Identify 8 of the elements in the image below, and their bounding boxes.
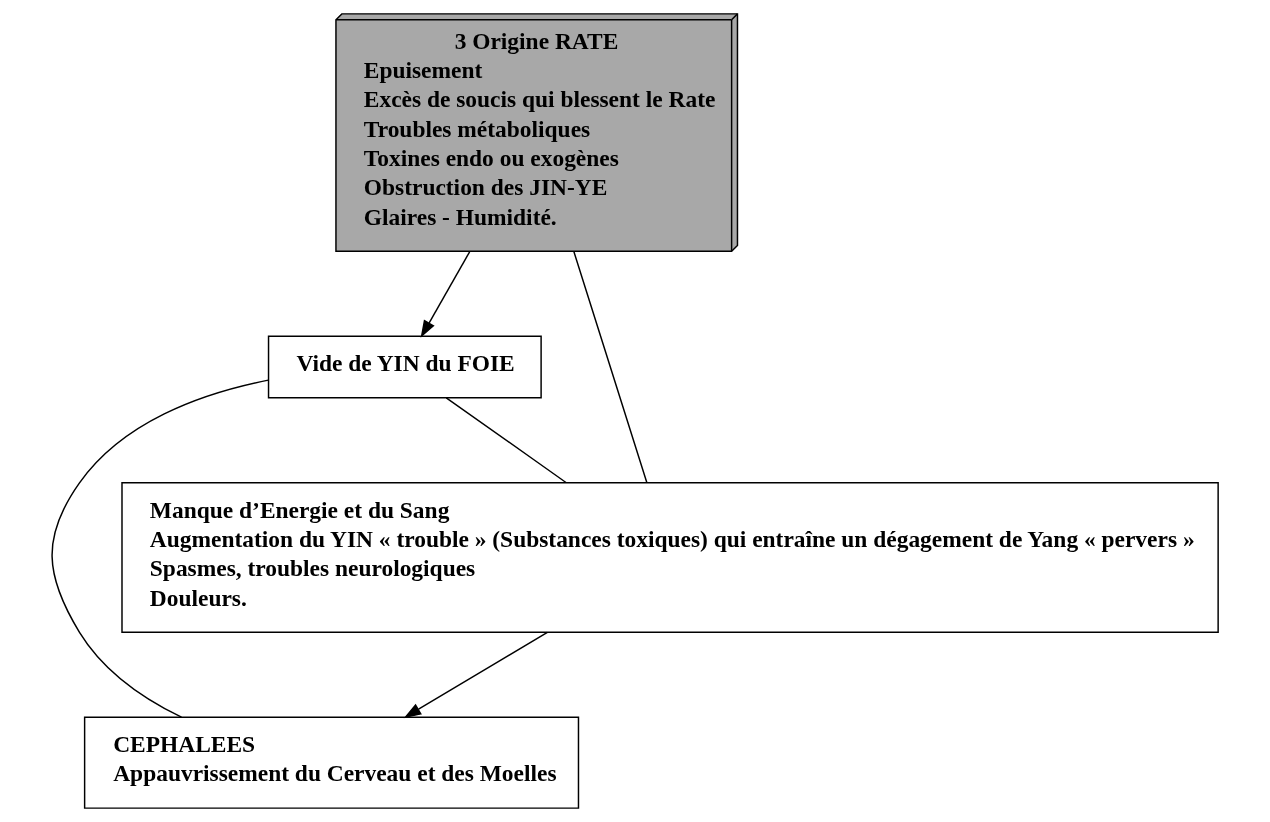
- node-box: Manque d’Energie et du Sang Augmentation du YIN « trouble » (Substances toxiques) qui entraîne un dégagement de Yang « pervers » Spasmes, troubles neurologiques Douleurs.: [121, 482, 1219, 633]
- node-box: Vide de YIN du FOIE: [267, 335, 542, 399]
- connector: [51, 379, 270, 718]
- connector: [573, 250, 648, 483]
- connector: [445, 397, 567, 484]
- node-box: CEPHALEES Appauvrissement du Cerveau et des Moelles: [83, 716, 580, 809]
- arrow: [403, 631, 549, 719]
- arrow: [420, 251, 471, 338]
